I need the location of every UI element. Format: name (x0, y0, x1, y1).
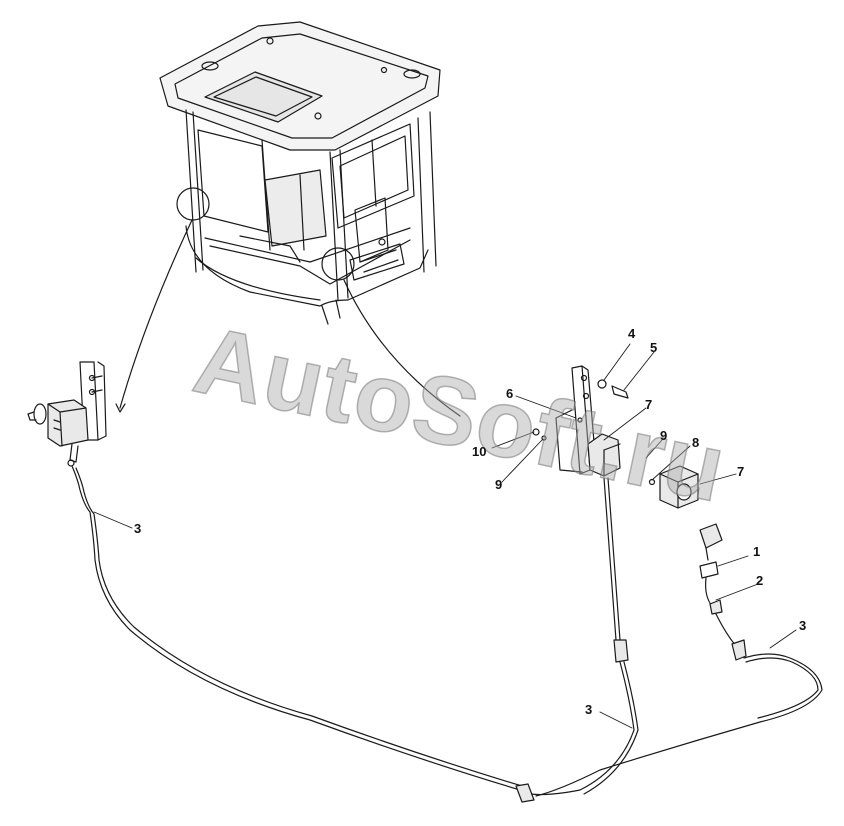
callout-8: 8 (692, 435, 700, 450)
callout-3-left: 3 (134, 521, 142, 536)
arrowhead-left-icon (115, 403, 126, 413)
callout-7-lower: 7 (737, 464, 745, 479)
callout-6: 6 (506, 386, 514, 401)
callout-1: 1 (753, 544, 761, 559)
callout-2: 2 (756, 573, 764, 588)
callout-9-left: 9 (495, 477, 503, 492)
callout-3-right: 3 (799, 618, 807, 633)
cab-assembly (159, 21, 441, 325)
callout-9-right: 9 (660, 428, 668, 443)
callout-3-bottom: 3 (585, 702, 593, 717)
leader-arrow-left (119, 219, 193, 409)
callout-7-upper: 7 (645, 397, 653, 412)
leader-arrow-right (343, 279, 461, 417)
cable-harness-left (71, 465, 521, 791)
callout-5: 5 (650, 340, 658, 355)
right-mount-assembly (532, 365, 699, 509)
callout-4: 4 (628, 326, 636, 341)
callout-10: 10 (472, 444, 487, 459)
connector-assembly (535, 523, 823, 797)
cable-middle (603, 477, 617, 641)
left-mount-assembly (27, 361, 107, 467)
